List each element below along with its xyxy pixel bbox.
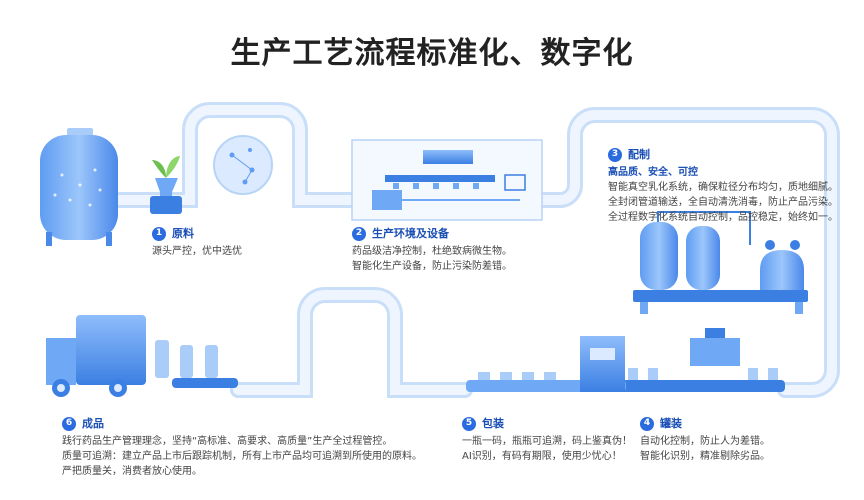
step-finished-product: 6 成品 践行药品生产管理理念，坚持“高标准、高要求、高质量”生产全过程管控。 质…: [62, 416, 422, 479]
step-description: 智能真空乳化系统，确保粒径分布均匀，质地细腻。: [608, 182, 838, 193]
step-number-badge: 4: [640, 416, 654, 431]
step-subtitle: 高品质、安全、可控: [608, 167, 698, 178]
step-number-badge: 3: [608, 147, 622, 162]
step-description: 自动化控制，防止人为差错。: [640, 436, 770, 447]
step-packaging: 5 包装 一瓶一码，瓶瓶可追溯，码上鉴真伪！ AI识别，有码有期限，使用少忧心！: [462, 416, 632, 464]
raw-material-tank-icon: [40, 128, 118, 246]
step-number-badge: 1: [152, 226, 166, 241]
pipeline: [110, 102, 840, 398]
step-raw-material: 1 原料 源头严控，优中选优: [152, 226, 242, 259]
step-number-badge: 6: [62, 416, 76, 431]
page-title: 生产工艺流程标准化、数字化: [230, 36, 634, 71]
step-description: AI识别，有码有期限，使用少忧心！: [462, 451, 622, 462]
step-description: 智能化识别，精准剔除劣品。: [640, 451, 770, 462]
step-description: 智能化生产设备，防止污染防差错。: [352, 261, 512, 272]
step-title: 配制: [628, 148, 650, 161]
packaging-machine-icon: [466, 336, 626, 392]
step-title: 包装: [482, 417, 504, 430]
filling-line-icon: [620, 328, 785, 392]
step-description: 源头严控，优中选优: [152, 246, 242, 257]
step-formulation: 3 配制 高品质、安全、可控 智能真空乳化系统，确保粒径分布均匀，质地细腻。 全封…: [608, 147, 838, 225]
step-filling: 4 罐装 自动化控制，防止人为差错。 智能化识别，精准剔除劣品。: [640, 416, 770, 464]
step-title: 生产环境及设备: [372, 227, 449, 240]
step-description: 践行药品生产管理理念，坚持“高标准、高要求、高质量”生产全过程管控。: [62, 436, 393, 447]
clean-room-equipment-icon: [351, 139, 543, 221]
step-description: 质量可追溯：建立产品上市后跟踪机制，所有上市产品均可追溯到所使用的原料。: [62, 451, 422, 462]
mixing-system-icon: [633, 211, 808, 314]
step-description: 严把质量关，消费者放心使用。: [62, 466, 202, 477]
step-environment-equipment: 2 生产环境及设备 药品级洁净控制，杜绝致病微生物。 智能化生产设备，防止污染防差…: [352, 226, 512, 274]
step-title: 成品: [82, 417, 104, 430]
delivery-truck-icon: [46, 315, 238, 397]
microscope-lens-icon: [213, 135, 273, 195]
step-number-badge: 2: [352, 226, 366, 241]
step-description: 全过程数字化系统自动控制，品控稳定，始终如一。: [608, 212, 838, 223]
step-title: 原料: [172, 227, 194, 240]
step-title: 罐装: [660, 417, 682, 430]
step-number-badge: 5: [462, 416, 476, 431]
step-description: 全封闭管道输送，全自动清洗消毒，防止产品污染。: [608, 197, 838, 208]
plant-funnel-icon: [150, 156, 182, 214]
step-description: 药品级洁净控制，杜绝致病微生物。: [352, 246, 512, 257]
step-description: 一瓶一码，瓶瓶可追溯，码上鉴真伪！: [462, 436, 632, 447]
